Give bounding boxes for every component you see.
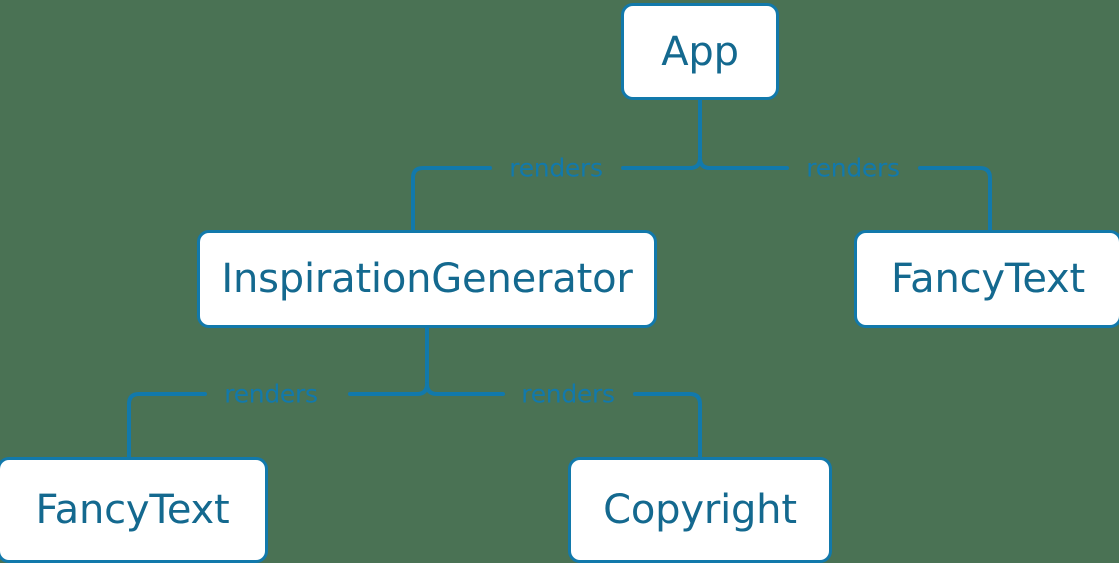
node-fancytext-right-label: FancyText xyxy=(891,256,1085,302)
node-copyright[interactable]: Copyright xyxy=(568,457,832,563)
edge-app-to-fancytext-right xyxy=(698,156,992,232)
edge-label-app-to-inspiration-generator: renders xyxy=(509,153,603,183)
node-app-label: App xyxy=(661,28,739,75)
edge-inspiration-generator-to-copyright xyxy=(425,382,702,459)
node-inspiration-generator-label: InspirationGenerator xyxy=(221,256,633,302)
node-copyright-label: Copyright xyxy=(603,487,797,533)
node-app[interactable]: App xyxy=(621,3,779,100)
edge-label-app-to-fancytext-right: renders xyxy=(806,153,900,183)
node-fancytext-left[interactable]: FancyText xyxy=(0,457,268,563)
node-inspiration-generator[interactable]: InspirationGenerator xyxy=(197,230,657,328)
node-fancytext-right[interactable]: FancyText xyxy=(854,230,1119,328)
edge-label-inspiration-generator-to-copyright: renders xyxy=(521,379,615,409)
edge-label-inspiration-generator-to-fancytext-left: renders xyxy=(224,379,318,409)
node-fancytext-left-label: FancyText xyxy=(35,487,230,533)
